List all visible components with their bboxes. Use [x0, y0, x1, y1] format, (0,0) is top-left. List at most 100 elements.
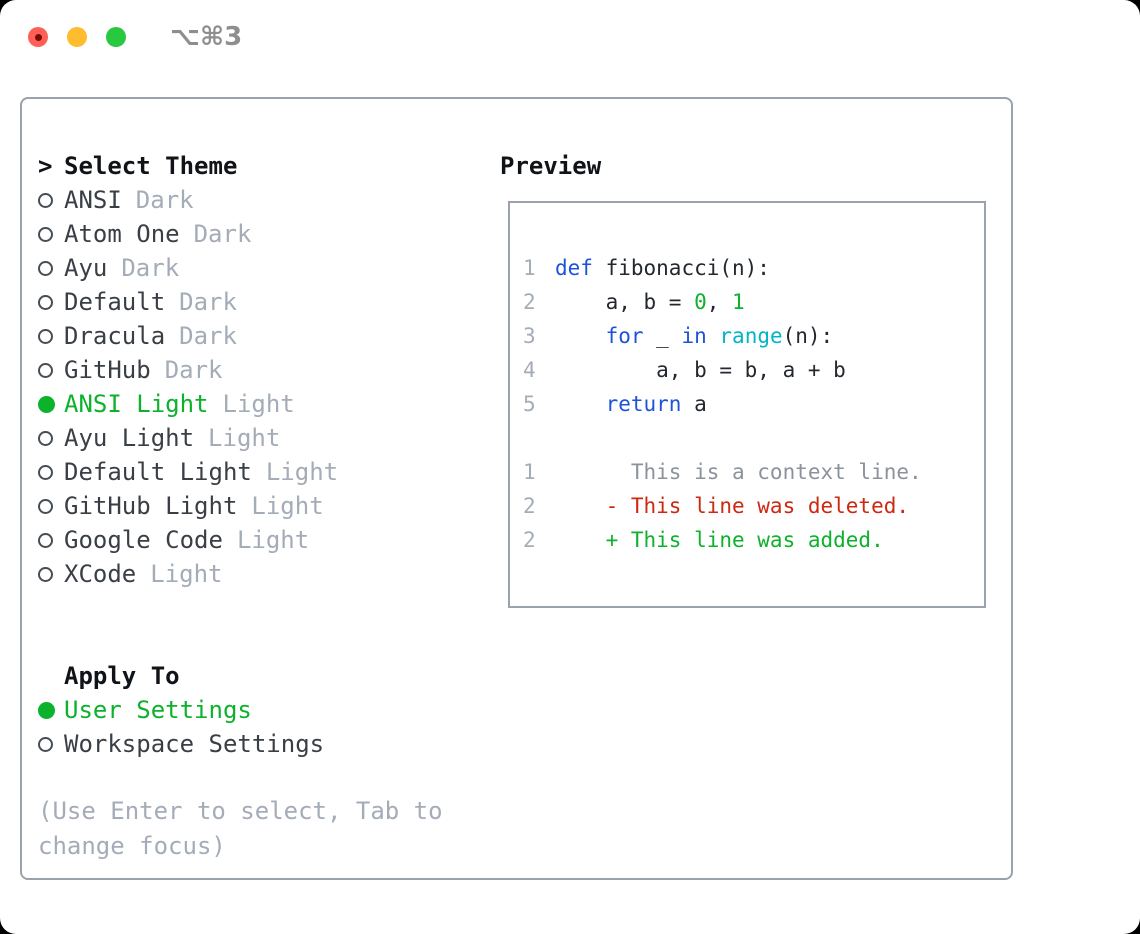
preview-header: Preview	[500, 149, 601, 183]
theme-option-dracula[interactable]: Dracula Dark	[38, 319, 470, 353]
code-token: ,	[706, 290, 733, 314]
code-token: a, b = b, a + b	[555, 358, 846, 382]
code-token	[707, 324, 720, 348]
option-variant-label: Light	[222, 390, 295, 418]
option-label: Default	[64, 288, 166, 316]
radio-icon	[38, 498, 53, 514]
radio-icon	[38, 192, 53, 208]
radio-icon	[38, 430, 53, 446]
theme-option-ansi[interactable]: ANSI Dark	[38, 183, 470, 217]
code-token: This is a context line.	[555, 460, 922, 484]
apply-option-workspace-settings[interactable]: Workspace Settings	[38, 727, 470, 761]
close-dot-icon	[34, 33, 42, 41]
radio-icon	[38, 328, 53, 344]
theme-option-ayu-light[interactable]: Ayu Light Light	[38, 421, 470, 455]
line-number: 3	[523, 324, 536, 348]
code-token: range	[719, 324, 783, 348]
radio-icon	[38, 226, 53, 242]
minimize-button[interactable]	[67, 27, 87, 47]
preview-line: 1 This is a context line.	[523, 455, 984, 489]
theme-option-github[interactable]: GitHub Dark	[38, 353, 470, 387]
close-button[interactable]	[28, 27, 48, 47]
option-variant-label: Dark	[164, 356, 223, 384]
radio-icon	[38, 736, 53, 752]
option-variant-label: Light	[265, 458, 339, 486]
theme-option-ansi-light[interactable]: ANSI Light Light	[38, 387, 470, 421]
code-token: fibonacci(n):	[592, 256, 770, 280]
preview-line: 4 a, b = b, a + b	[523, 353, 984, 387]
option-label: Workspace Settings	[64, 730, 325, 758]
line-number: 4	[523, 358, 536, 382]
preview-line: 5 return a	[523, 387, 984, 421]
option-label: ANSI	[64, 186, 122, 214]
window-title: ⌥⌘3	[170, 22, 243, 52]
option-variant-label: Light	[150, 560, 223, 588]
code-token: + This line was added.	[555, 528, 884, 552]
line-number: 1	[523, 460, 536, 484]
line-number: 1	[523, 256, 536, 280]
option-label: User Settings	[64, 696, 252, 724]
preview-line: 3 for _ in range(n):	[523, 319, 984, 353]
theme-option-ayu[interactable]: Ayu Dark	[38, 251, 470, 285]
preview-line: 2 - This line was deleted.	[523, 489, 984, 523]
line-number: 2	[523, 494, 536, 518]
code-token: (n):	[782, 324, 834, 348]
code-token: a, b =	[555, 290, 695, 314]
window-titlebar: ⌥⌘3	[28, 22, 243, 52]
option-variant-label: Dark	[135, 186, 194, 214]
spacer	[38, 591, 470, 659]
code-token	[555, 392, 606, 416]
option-label: Ayu Light	[64, 424, 195, 452]
line-number: 2	[523, 528, 536, 552]
preview-line	[523, 421, 984, 455]
option-label: GitHub	[64, 356, 151, 384]
hint-text: (Use Enter to select, Tab to change focu…	[38, 797, 443, 860]
option-variant-label: Light	[208, 424, 281, 452]
option-label: Dracula	[64, 322, 166, 350]
code-token: for	[605, 324, 644, 348]
code-token: _	[643, 324, 682, 348]
apply-to-header: Apply To	[38, 659, 470, 693]
code-token: 0	[694, 290, 707, 314]
radio-icon	[38, 532, 53, 548]
preview-line: 1 def fibonacci(n):	[523, 251, 984, 285]
option-variant-label: Dark	[179, 322, 237, 350]
theme-option-google-code[interactable]: Google Code Light	[38, 523, 470, 557]
option-label: ANSI Light	[64, 390, 209, 418]
option-label: XCode	[64, 560, 137, 588]
option-label: Google Code	[64, 526, 223, 554]
option-label: Ayu	[64, 254, 108, 282]
option-variant-label: Dark	[121, 254, 180, 282]
option-variant-label: Dark	[193, 220, 252, 248]
code-token: return	[605, 392, 682, 416]
code-token: def	[555, 256, 593, 280]
preview-line: 2 + This line was added.	[523, 523, 984, 557]
line-number: 5	[523, 392, 536, 416]
preview-title: Preview	[500, 152, 602, 180]
code-token: - This line was deleted.	[555, 494, 910, 518]
selected-radio-icon	[38, 395, 55, 413]
option-label: GitHub Light	[64, 492, 238, 520]
code-token	[555, 324, 606, 348]
select-theme-header: > Select Theme	[38, 149, 470, 183]
radio-icon	[38, 464, 53, 480]
apply-to-title: Apply To	[64, 662, 180, 690]
prompt-caret-icon: >	[38, 152, 53, 180]
theme-option-xcode[interactable]: XCode Light	[38, 557, 470, 591]
apply-option-user-settings[interactable]: User Settings	[38, 693, 470, 727]
option-label: Atom One	[64, 220, 180, 248]
radio-icon	[38, 294, 53, 310]
theme-option-atom-one[interactable]: Atom One Dark	[38, 217, 470, 251]
option-variant-label: Light	[236, 526, 310, 554]
preview-line: 2 a, b = 0, 1	[523, 285, 984, 319]
zoom-button[interactable]	[106, 27, 126, 47]
